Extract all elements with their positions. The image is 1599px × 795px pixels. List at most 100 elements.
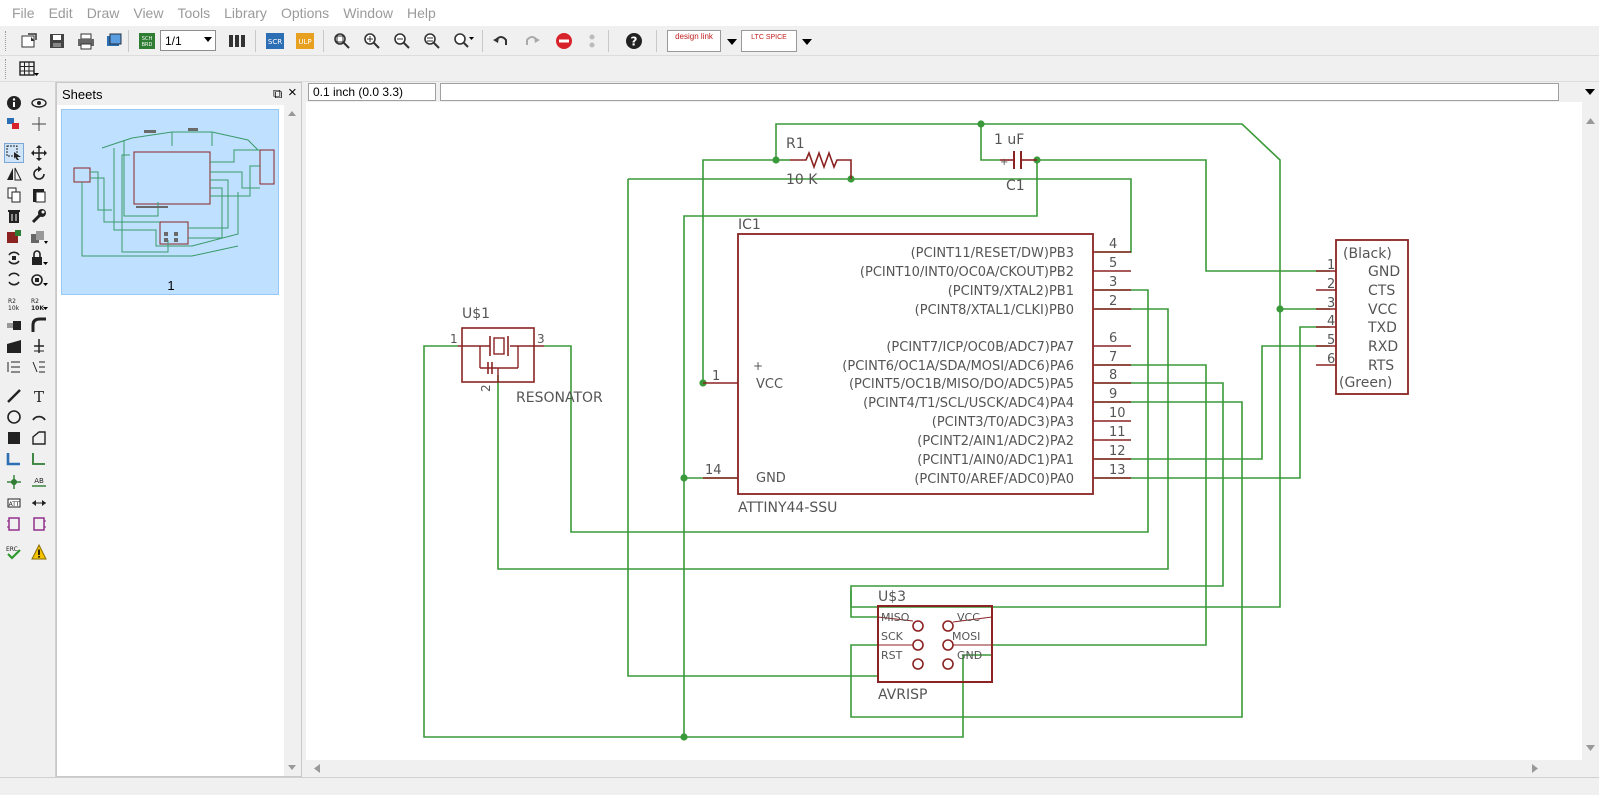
ltspice-dropdown-icon[interactable] [802,39,812,45]
paste-icon[interactable] [29,185,49,205]
mark-icon[interactable] [29,114,49,134]
module-icon[interactable] [29,514,49,534]
script-icon[interactable] [226,30,248,52]
delete-icon[interactable] [4,206,24,226]
move-icon[interactable] [29,143,49,163]
menu-help[interactable]: Help [406,5,436,21]
zoom-out-icon[interactable] [391,30,413,52]
stop-icon[interactable] [553,30,575,52]
pinswap-icon[interactable] [4,269,24,289]
help-icon[interactable]: ? [623,30,645,52]
slice-icon[interactable] [4,357,24,377]
text-icon[interactable]: T [29,386,49,406]
close-icon[interactable]: × [288,84,297,101]
add-part-icon[interactable] [4,227,24,247]
command-history-dropdown-icon[interactable] [1585,89,1595,95]
menu-window[interactable]: Window [343,5,393,21]
arc-icon[interactable] [29,407,49,427]
menu-view[interactable]: View [133,5,164,21]
undock-icon[interactable]: ⧉ [273,86,283,101]
erc-icon[interactable]: ERC [4,542,24,562]
scroll-down-icon[interactable] [288,765,296,770]
select-icon[interactable] [4,143,24,163]
avrisp-u3[interactable]: MISO SCK RST VCC MOSI GND U$3 AVRISP [877,589,993,703]
command-line-input[interactable] [440,83,1559,101]
schematic-canvas[interactable]: R1 10 K + 1 uF C1 IC1 ATTINY44-SSU + [306,102,1582,760]
attribute-icon[interactable]: ATT [4,493,24,513]
wrench-icon[interactable] [29,206,49,226]
save-icon[interactable] [46,30,68,52]
smash-icon[interactable] [4,315,24,335]
u3-miso: MISO [881,611,910,624]
sheets-panel-scrollbar[interactable] [284,105,301,776]
menu-file[interactable]: File [12,5,35,21]
print-icon[interactable] [75,30,97,52]
ltspice-button[interactable]: LTC SPICE [741,30,797,52]
miter-icon[interactable] [29,315,49,335]
menu-tools[interactable]: Tools [177,5,211,21]
change-icon[interactable] [4,248,24,268]
scroll-up-icon[interactable] [288,111,296,116]
line-icon[interactable] [4,386,24,406]
resistor-r1[interactable]: R1 10 K [786,136,852,188]
zoom-redraw-icon[interactable] [421,30,443,52]
copy-icon[interactable] [4,185,24,205]
scroll-right-icon[interactable] [1532,764,1538,773]
zoom-fit-icon[interactable] [331,30,353,52]
zoom-area-icon[interactable] [453,30,475,52]
show-icon[interactable] [29,93,49,113]
split-icon[interactable] [4,336,24,356]
polygon-icon[interactable] [29,428,49,448]
zoom-in-icon[interactable] [361,30,383,52]
rotate-icon[interactable] [29,164,49,184]
sheet-thumbnail[interactable]: 1 [61,109,279,295]
scroll-down-icon[interactable] [1586,745,1595,751]
invoke-icon[interactable] [29,336,49,356]
scroll-left-icon[interactable] [314,764,320,773]
replace-icon[interactable] [29,227,49,247]
cam-processor-icon[interactable] [103,30,125,52]
warning-icon[interactable] [29,542,49,562]
resonator-u1[interactable]: U$1 RESONATOR 1 3 2 [450,306,603,406]
circle-icon[interactable] [4,407,24,427]
undo-icon[interactable] [490,30,512,52]
rectangle-icon[interactable] [4,428,24,448]
net-icon[interactable] [29,449,49,469]
junction-icon[interactable] [4,472,24,492]
go-icon[interactable] [581,30,603,52]
menu-draw[interactable]: Draw [86,5,120,21]
frame-icon[interactable] [4,514,24,534]
canvas-horizontal-scrollbar[interactable] [306,760,1582,777]
menu-edit[interactable]: Edit [48,5,73,21]
scroll-up-icon[interactable] [1586,118,1595,124]
lock-icon[interactable] [29,248,49,268]
mirror-icon[interactable] [4,164,24,184]
toolbar-grip[interactable] [5,59,8,79]
menu-library[interactable]: Library [224,5,267,21]
canvas-vertical-scrollbar[interactable] [1582,102,1599,777]
open-icon[interactable] [18,30,40,52]
bus-icon[interactable] [4,449,24,469]
dimension-icon[interactable] [29,493,49,513]
bus-break-icon[interactable] [29,357,49,377]
menu-options[interactable]: Options [280,5,330,21]
designlink-button[interactable]: design link [667,30,721,52]
designlink-dropdown-icon[interactable] [727,39,737,45]
info-icon[interactable] [4,93,24,113]
ic1-gnd-label: GND [756,471,786,486]
sheet-select[interactable]: 1/1 [160,30,216,51]
gateswap-icon[interactable] [29,269,49,289]
toolbar-grip[interactable] [5,31,8,51]
grid-icon[interactable] [18,58,40,80]
ic1-attiny44[interactable]: IC1 ATTINY44-SSU + 1 14 VCC GND (PCINT11… [703,217,1131,516]
scr-run-icon[interactable]: SCR [264,30,286,52]
capacitor-c1[interactable]: + 1 uF C1 [994,132,1037,194]
redo-icon[interactable] [521,30,543,52]
label-icon[interactable]: AB [29,472,49,492]
ulp-run-icon[interactable]: ULP [294,30,316,52]
display-layers-icon[interactable] [4,114,24,134]
